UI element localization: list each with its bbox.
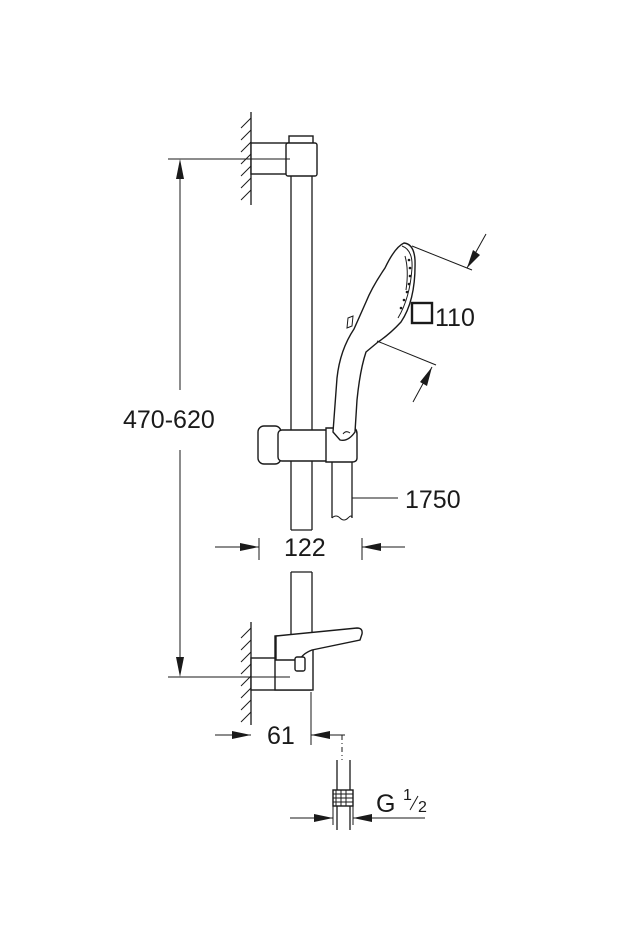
dimension-head-size <box>376 233 487 403</box>
shower-hose <box>331 455 353 521</box>
upper-wall-bracket <box>250 135 318 177</box>
holder-width-label: 122 <box>284 534 326 562</box>
dimension-holder-width <box>215 538 405 560</box>
wall-offset-label: 61 <box>267 722 295 750</box>
hose-length-label: 1750 <box>405 486 461 514</box>
connection-denominator: 2 <box>418 799 427 816</box>
dimension-connection <box>290 806 425 825</box>
hose-connector <box>332 735 354 830</box>
lower-wall-bracket <box>250 627 363 691</box>
sliding-holder <box>257 425 358 465</box>
shower-rail <box>290 176 313 665</box>
rail-height-label: 470-620 <box>123 406 215 434</box>
dimension-rail-height <box>168 158 290 678</box>
connection-prefix-label: G <box>376 790 395 818</box>
dimension-wall-offset <box>215 692 345 745</box>
connection-numerator: 1 <box>403 787 412 804</box>
head-size-label: 110 <box>435 304 475 332</box>
square-icon <box>410 301 434 325</box>
connection-fraction-bar <box>409 795 419 811</box>
hand-shower <box>332 242 416 442</box>
wall-hatching-bottom <box>240 622 252 725</box>
